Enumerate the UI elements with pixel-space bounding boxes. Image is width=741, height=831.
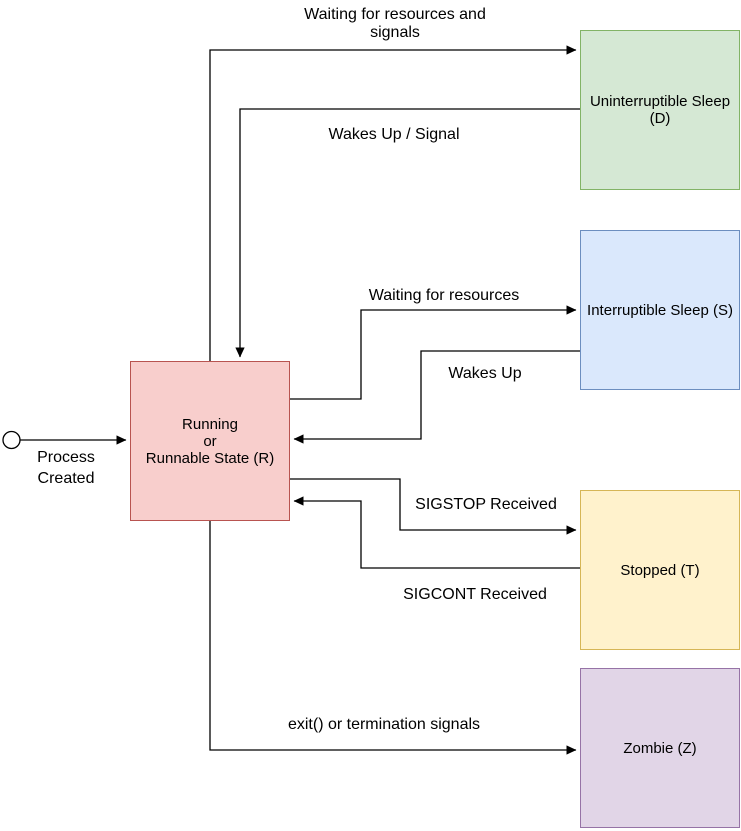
edge-label-waiting-resources-signals-line1: Waiting for resources and bbox=[304, 6, 486, 23]
edge-label-waiting-resources-signals: Waiting for resources and signals bbox=[285, 6, 505, 42]
edge-label-process-created-line1: Process bbox=[37, 449, 95, 466]
edge-label-process-created-line2: Created bbox=[37, 470, 95, 487]
edge-label-exit-termination: exit() or termination signals bbox=[287, 716, 481, 733]
node-zombie: Zombie (Z) bbox=[580, 668, 740, 828]
node-running-label-line2: or bbox=[203, 432, 217, 450]
edge-label-wakes-up-signal: Wakes Up / Signal bbox=[328, 126, 460, 143]
edge-sigstop bbox=[290, 478, 577, 535]
node-zombie-label: Zombie (Z) bbox=[623, 739, 697, 757]
start-state-circle bbox=[2, 430, 21, 450]
edge-sigcont bbox=[293, 496, 580, 569]
edge-label-sigcont-received: SIGCONT Received bbox=[403, 586, 547, 603]
edge-wakes-up-signal bbox=[235, 108, 580, 358]
edge-waiting-resources-signals bbox=[209, 45, 577, 361]
node-uninterruptible-label-line1: Uninterruptible Sleep bbox=[589, 93, 731, 110]
node-running-state: Running or Runnable State (R) bbox=[130, 361, 290, 521]
node-stopped-label: Stopped (T) bbox=[620, 561, 700, 579]
edge-label-waiting-resources: Waiting for resources bbox=[368, 287, 520, 304]
edge-label-waiting-resources-signals-line2: signals bbox=[370, 24, 420, 41]
edge-label-sigstop-received: SIGSTOP Received bbox=[415, 496, 557, 513]
node-running-label-line1: Running bbox=[182, 415, 238, 433]
node-stopped: Stopped (T) bbox=[580, 490, 740, 650]
node-uninterruptible-sleep: Uninterruptible Sleep (D) bbox=[580, 30, 740, 190]
edge-waiting-resources bbox=[290, 305, 577, 400]
edge-label-process-created: Process Created bbox=[37, 447, 95, 489]
node-uninterruptible-label-line2: (D) bbox=[649, 110, 671, 127]
node-running-label-line3: Runnable State (R) bbox=[145, 449, 275, 467]
edge-exit-termination bbox=[209, 521, 577, 755]
edge-label-wakes-up: Wakes Up bbox=[448, 365, 522, 382]
node-interruptible-sleep: Interruptible Sleep (S) bbox=[580, 230, 740, 390]
edge-wakes-up bbox=[293, 350, 580, 444]
node-interruptible-label: Interruptible Sleep (S) bbox=[587, 301, 733, 319]
